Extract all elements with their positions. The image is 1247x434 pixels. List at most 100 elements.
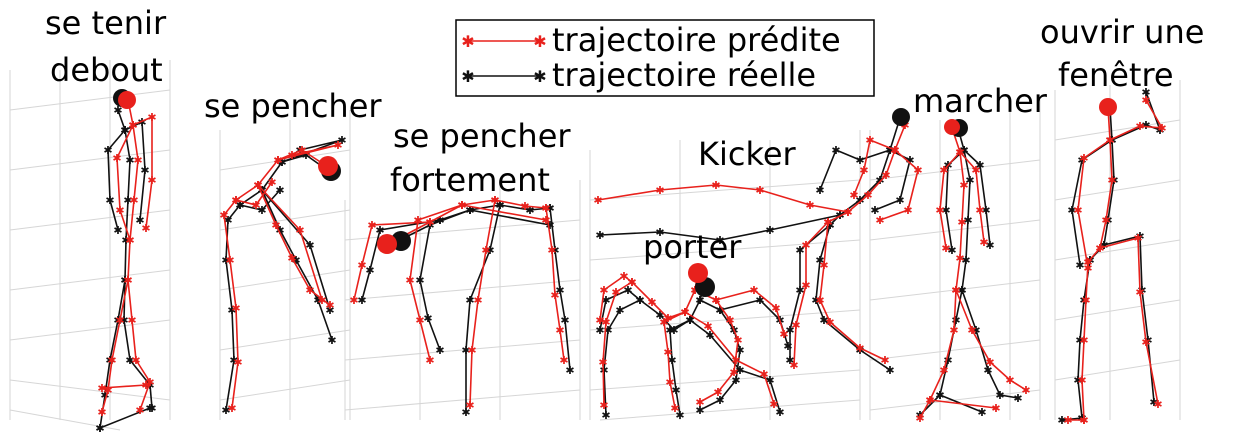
joint-marker-predicted: ✱	[115, 314, 124, 327]
joint-marker-real: ✱	[105, 354, 114, 367]
joint-marker-real: ✱	[257, 184, 266, 197]
joint-marker-predicted: ✱	[253, 179, 262, 192]
joint-marker-predicted: ✱	[125, 234, 134, 247]
joint-marker-real: ✱	[715, 234, 724, 247]
joint-marker-real: ✱	[327, 334, 336, 347]
head-pred-open-window	[1099, 98, 1117, 116]
joint-marker-real: ✱	[1103, 214, 1112, 227]
joint-marker-predicted: ✱	[425, 354, 434, 367]
joint-marker-real: ✱	[1077, 412, 1086, 425]
skeleton-open-window: ✱✱✱✱✱✱✱✱✱✱✱✱✱✱✱✱✱✱✱✱✱✱✱✱✱✱ ✱✱✱✱✱✱✱✱✱✱✱✱✱…	[1057, 86, 1166, 427]
joint-marker-predicted: ✱	[317, 294, 326, 307]
joint-marker-predicted: ✱	[1079, 152, 1088, 165]
joint-marker-real: ✱	[735, 344, 744, 357]
joint-marker-real: ✱	[947, 244, 956, 257]
joint-marker-predicted: ✱	[925, 394, 934, 407]
legend-item-real: ✱ ✱ trajectoire réelle	[461, 56, 816, 94]
joint-marker-predicted: ✱	[627, 276, 636, 289]
joint-marker-predicted: ✱	[711, 294, 720, 307]
skeleton-bend-strong-real: ✱✱✱✱✱✱✱✱✱✱✱✱✱✱✱✱✱✱✱✱✱✱✱✱✱✱✱	[357, 199, 574, 419]
joint-marker-predicted: ✱	[779, 328, 788, 341]
joint-marker-predicted: ✱	[147, 174, 156, 187]
joint-marker-predicted: ✱	[127, 314, 136, 327]
joint-marker-predicted: ✱	[115, 204, 124, 217]
joint-marker-real: ✱	[1099, 239, 1108, 252]
joint-marker-real: ✱	[785, 354, 794, 367]
joint-marker-predicted: ✱	[975, 204, 984, 217]
joint-marker-real: ✱	[235, 199, 244, 212]
joint-marker-predicted: ✱	[295, 224, 304, 237]
joint-marker-predicted: ✱	[823, 216, 832, 229]
joint-marker-real: ✱	[465, 204, 474, 217]
label-carry: porter	[643, 228, 742, 266]
joint-marker-predicted: ✱	[413, 214, 422, 227]
joint-marker-predicted: ✱	[670, 402, 679, 415]
joint-marker-real: ✱	[795, 244, 804, 257]
joint-marker-real: ✱	[983, 364, 992, 377]
joint-marker-real: ✱	[423, 312, 432, 325]
skeleton-carry-real: ✱✱✱✱✱✱✱✱✱✱✱✱✱✱✱✱✱✱✱✱✱✱✱✱✱✱✱✱✱✱✱✱✱✱✱	[595, 280, 792, 422]
joint-marker-real: ✱	[485, 244, 494, 257]
joint-marker-predicted: ✱	[711, 179, 720, 192]
joint-marker-real: ✱	[545, 202, 554, 215]
joint-marker-real: ✱	[971, 324, 980, 337]
joint-marker-predicted: ✱	[227, 402, 236, 415]
joint-marker-predicted: ✱	[627, 276, 636, 289]
joint-marker-real: ✱	[1077, 154, 1086, 167]
joint-marker-predicted: ✱	[823, 216, 832, 229]
joint-marker-real: ✱	[257, 184, 266, 197]
joint-marker-predicted: ✱	[141, 222, 150, 235]
joint-marker-real: ✱	[550, 244, 559, 257]
joint-marker-real: ✱	[100, 389, 109, 402]
joint-marker-real: ✱	[963, 214, 972, 227]
joint-marker-real: ✱	[275, 184, 284, 197]
joint-marker-real: ✱	[113, 224, 122, 237]
joint-marker-predicted: ✱	[367, 219, 376, 232]
joint-marker-real: ✱	[825, 219, 834, 232]
joint-marker-predicted: ✱	[541, 202, 550, 215]
joint-marker-real: ✱	[667, 354, 676, 367]
joint-marker-real: ✱	[365, 264, 374, 277]
joint-marker-real: ✱	[1013, 392, 1022, 405]
joint-marker-predicted: ✱	[769, 398, 778, 411]
joint-marker-real: ✱	[695, 294, 704, 307]
joint-marker-real: ✱	[831, 144, 840, 157]
joint-marker-predicted: ✱	[680, 306, 689, 319]
joint-marker-real: ✱	[1079, 294, 1088, 307]
joint-marker-predicted: ✱	[555, 324, 564, 337]
joint-marker-real: ✱	[325, 304, 334, 317]
joint-marker-predicted: ✱	[959, 179, 968, 192]
joint-marker-predicted: ✱	[655, 184, 664, 197]
joint-marker-predicted: ✱	[107, 354, 116, 367]
joint-marker-predicted: ✱	[619, 270, 628, 283]
joint-marker-predicted: ✱	[593, 194, 602, 207]
grid-stand	[9, 60, 171, 431]
joint-marker-predicted: ✱	[415, 314, 424, 327]
joint-marker-real: ✱	[137, 116, 146, 129]
joint-marker-predicted: ✱	[805, 199, 814, 212]
joint-marker-predicted: ✱	[1141, 336, 1150, 349]
joint-marker-real: ✱	[357, 294, 366, 307]
joint-marker-real: ✱	[655, 309, 664, 322]
joint-marker-predicted: ✱	[801, 279, 810, 292]
joint-marker-real: ✱	[1099, 239, 1108, 252]
legend-marker-pred-right: ✱	[533, 32, 546, 51]
joint-marker-predicted: ✱	[985, 356, 994, 369]
joint-marker-real: ✱	[1143, 334, 1152, 347]
joint-marker-real: ✱	[957, 284, 966, 297]
joint-marker-real: ✱	[635, 294, 644, 307]
joint-marker-real: ✱	[545, 219, 554, 232]
joint-marker-predicted: ✱	[231, 194, 240, 207]
joint-marker-predicted: ✱	[405, 274, 414, 287]
grid-bend	[219, 110, 351, 420]
joint-marker-predicted: ✱	[875, 214, 884, 227]
joint-marker-real: ✱	[120, 124, 129, 137]
joint-marker-real: ✱	[555, 284, 564, 297]
joint-marker-real: ✱	[105, 194, 114, 207]
label-open-window-line1: ouvrir une	[1040, 13, 1204, 51]
joint-marker-real: ✱	[1077, 412, 1086, 425]
joint-marker-predicted: ✱	[541, 202, 550, 215]
joint-marker-predicted: ✱	[1141, 94, 1150, 107]
joint-marker-predicted: ✱	[287, 252, 296, 265]
joint-marker-real: ✱	[1075, 259, 1084, 272]
